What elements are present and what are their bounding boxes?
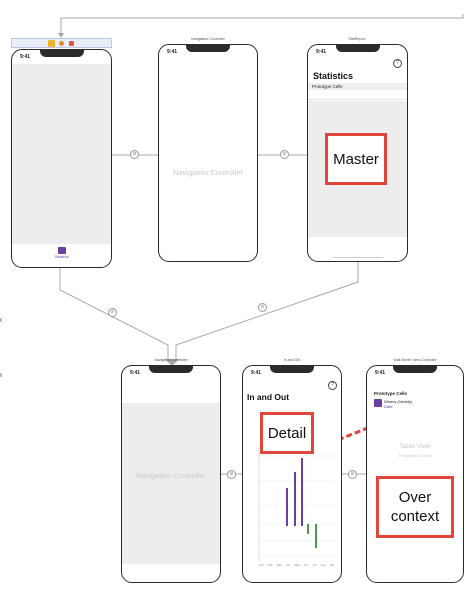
- annotation-detail: Detail: [260, 412, 314, 454]
- cell-subtitle: Date: [384, 404, 393, 409]
- page-title: In and Out: [247, 392, 290, 402]
- x-tick-label: Mar: [276, 563, 282, 567]
- chart: [258, 446, 335, 561]
- scene-title: Navigation Controller: [191, 37, 225, 41]
- status-time: 9:41: [375, 370, 386, 376]
- exit-icon[interactable]: [69, 41, 74, 46]
- status-time: 9:41: [20, 54, 31, 60]
- scene-title: Navigation Controller: [154, 358, 188, 362]
- cell-title: Winery (Variety): [384, 399, 413, 404]
- page-title: Statistics: [313, 71, 354, 81]
- chart-bar: [294, 472, 296, 526]
- notch: [149, 366, 193, 373]
- chart-bar: [286, 488, 288, 526]
- notch: [335, 45, 380, 52]
- segue-icon[interactable]: ⊘: [108, 308, 117, 317]
- status-time: 9:41: [316, 49, 327, 55]
- in-and-out-scene[interactable]: 9:41 ? In and Out Jan Feb Mar Apr May Ju…: [242, 365, 342, 583]
- wait-month-scene[interactable]: 9:41 Prototype Cells Winery (Variety) Da…: [366, 365, 464, 583]
- chart-bar: [315, 524, 317, 548]
- content-area: [12, 64, 111, 244]
- x-tick-label: Jun: [304, 563, 309, 567]
- home-indicator: [333, 257, 383, 258]
- controller-icon[interactable]: [48, 40, 55, 47]
- notch: [39, 50, 84, 57]
- help-icon[interactable]: ?: [393, 59, 402, 68]
- navigation-controller-placeholder: Navigation Controller: [172, 168, 244, 177]
- status-time: 9:41: [167, 49, 178, 55]
- chart-bar: [301, 458, 303, 526]
- left-margin-mark: [0, 373, 2, 377]
- x-tick-label: Sep: [329, 563, 335, 567]
- x-tick-label: Aug: [320, 563, 326, 567]
- table-view-sublabel: Prototype Content: [398, 453, 432, 458]
- scene-dock[interactable]: [11, 38, 112, 48]
- segue-icon[interactable]: ⊘: [348, 470, 357, 479]
- scene-title: In and Out: [283, 358, 301, 362]
- x-tick-label: Apr: [285, 563, 291, 567]
- navigation-controller-scene[interactable]: 9:41 Navigation Controller: [158, 44, 258, 262]
- annotation-master: Master: [325, 133, 387, 185]
- chart-bar: [307, 524, 309, 534]
- prototype-cell[interactable]: [308, 91, 407, 100]
- status-time: 9:41: [251, 370, 262, 376]
- status-time: 9:41: [130, 370, 141, 376]
- segue-icon[interactable]: ⊘: [280, 150, 289, 159]
- navigation-controller-scene-2[interactable]: 9:41 Navigation Controller: [121, 365, 221, 583]
- notch: [270, 366, 314, 373]
- x-tick-label: Feb: [267, 563, 273, 567]
- tab-label[interactable]: Statistics: [54, 255, 69, 259]
- table-view-label: Table View: [399, 443, 431, 450]
- scene-title: StatReport: [348, 37, 366, 41]
- content-area: [122, 403, 220, 564]
- navigation-controller-placeholder: Navigation Controller: [135, 471, 207, 480]
- first-responder-icon[interactable]: [59, 41, 64, 46]
- x-axis-ticks: Jan Feb Mar Apr May Jun Jul Aug Sep: [259, 563, 335, 567]
- annotation-over-context: Over context: [376, 476, 454, 538]
- notch: [186, 45, 230, 52]
- tab-bar-controller-scene[interactable]: 9:41 Statistics: [11, 49, 112, 268]
- segue-icon[interactable]: ⊘: [130, 150, 139, 159]
- section-header: Prototype Cells: [308, 83, 407, 90]
- x-tick-label: May: [294, 563, 300, 567]
- notch: [393, 366, 437, 373]
- x-tick-label: Jul: [312, 563, 317, 567]
- segue-icon[interactable]: ⊘: [227, 470, 236, 479]
- scene-title: Wait Month View Controller: [393, 358, 437, 362]
- left-margin-mark: [0, 318, 2, 322]
- x-tick-label: Jan: [259, 563, 264, 567]
- cell-image: [374, 399, 382, 407]
- section-header: Prototype Cells: [374, 391, 408, 396]
- help-icon[interactable]: ?: [328, 381, 337, 390]
- statistics-tab-icon[interactable]: [58, 247, 66, 254]
- segue-icon[interactable]: ⊘: [258, 303, 267, 312]
